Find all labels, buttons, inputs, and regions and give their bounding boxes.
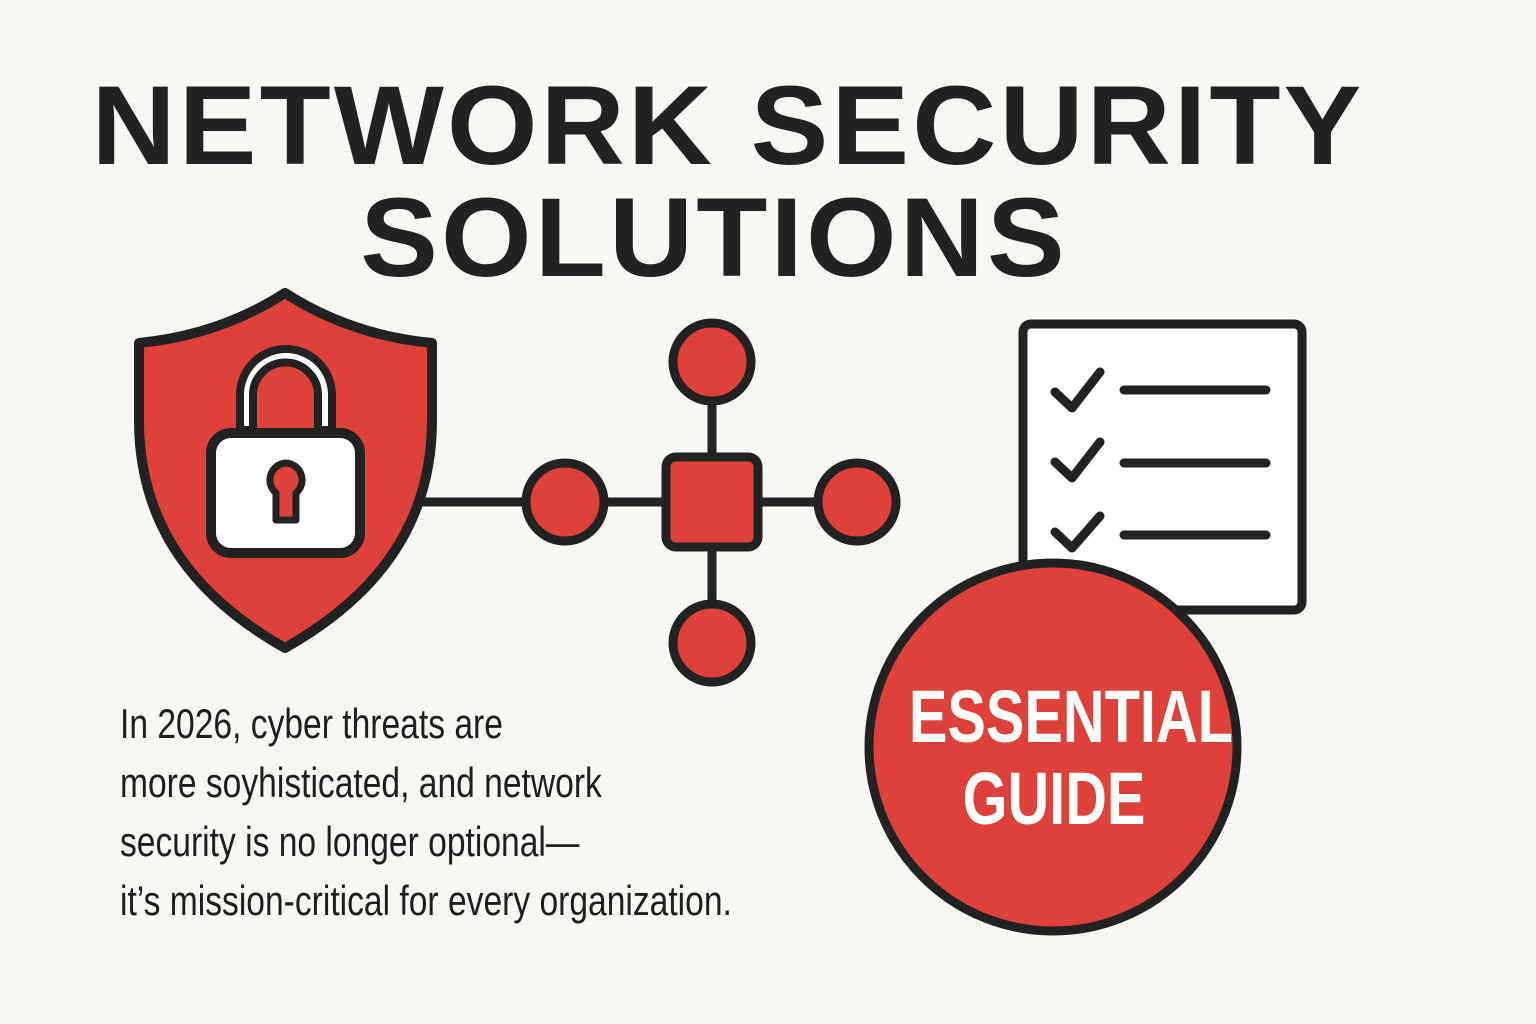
intro-line: In 2026, cyber threats are xyxy=(120,700,503,747)
lock-shackle xyxy=(236,345,336,434)
node-right xyxy=(813,458,901,546)
intro-line: it’s mission-critical for every organiza… xyxy=(120,877,732,924)
intro-line: more soyhisticated, and network xyxy=(120,759,602,806)
node-left xyxy=(521,458,609,546)
node-bottom xyxy=(668,599,756,687)
badge-label-line2: GUIDE xyxy=(962,757,1146,840)
badge-label-line1: ESSENTIAL xyxy=(908,675,1233,758)
page-title-line2: SOLUTIONS xyxy=(360,175,1068,300)
shield-lock-icon xyxy=(134,288,437,653)
keyhole-icon xyxy=(266,459,306,524)
badge-circle xyxy=(864,558,1242,936)
node-top xyxy=(668,318,756,406)
intro-paragraph: In 2026, cyber threats are more soyhisti… xyxy=(120,694,732,930)
page-title-line1: NETWORK SECURITY xyxy=(91,63,1365,188)
node-hub xyxy=(661,452,763,552)
intro-line: security is no longer optional— xyxy=(120,818,580,865)
checklist-icon xyxy=(1018,319,1307,615)
network-nodes-icon xyxy=(420,318,901,687)
